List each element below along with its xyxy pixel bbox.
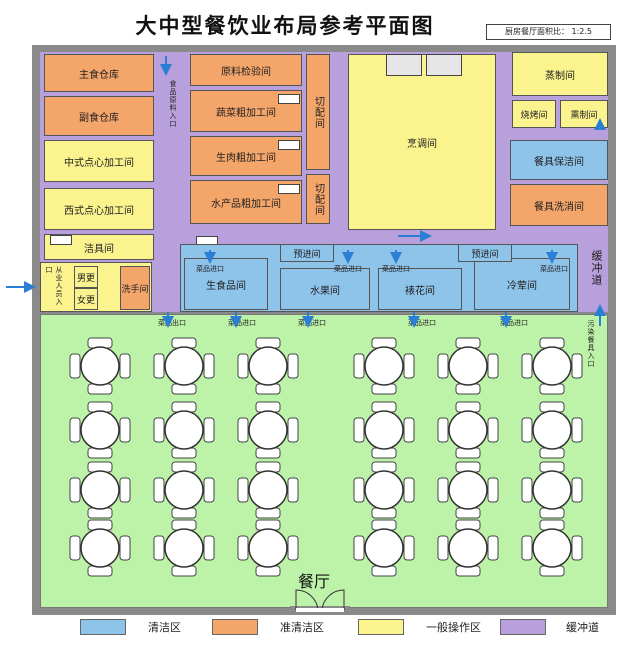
entrance-door-icon bbox=[290, 589, 350, 612]
dining-table-icon bbox=[353, 461, 415, 519]
legend-label-general: 一般操作区 bbox=[426, 621, 481, 634]
room-raw-food: 生食品间 bbox=[184, 258, 268, 310]
label-dirty-tableware-entry: 污染餐具入口 bbox=[587, 320, 595, 368]
room-female-locker: 女更 bbox=[74, 288, 98, 310]
dining-table-icon bbox=[69, 461, 131, 519]
dining-table-icon bbox=[69, 337, 131, 395]
dining-table-icon bbox=[521, 461, 583, 519]
legend-swatch-buffer bbox=[500, 619, 546, 635]
room-tableware-storage: 餐具保洁间 bbox=[510, 140, 608, 180]
dining-table-icon bbox=[521, 519, 583, 577]
legend-label-buffer: 缓冲道 bbox=[566, 621, 599, 634]
label-dish-entry: 菜品进口 bbox=[408, 319, 436, 327]
dining-table-icon bbox=[237, 337, 299, 395]
room-raw-inspection: 原料检验间 bbox=[190, 54, 302, 86]
room-roasting: 烧烤间 bbox=[512, 100, 556, 128]
dining-table-icon bbox=[437, 401, 499, 459]
dining-table-icon bbox=[237, 401, 299, 459]
legend-label-clean: 清洁区 bbox=[148, 621, 181, 634]
room-smoking: 熏制间 bbox=[560, 100, 608, 128]
legend-swatch-clean bbox=[80, 619, 126, 635]
room-prep-1: 切配间 bbox=[306, 54, 330, 170]
label-dish-entry: 菜品进口 bbox=[334, 265, 362, 273]
legend-swatch-semi-clean bbox=[212, 619, 258, 635]
dining-table-icon bbox=[153, 401, 215, 459]
room-pass-through-1: 预进间 bbox=[280, 244, 334, 262]
room-chinese-pastry: 中式点心加工间 bbox=[44, 140, 154, 182]
room-cold-dish: 冷荤间 bbox=[474, 258, 570, 310]
dining-table-icon bbox=[521, 337, 583, 395]
sink-icon bbox=[278, 184, 300, 194]
legend-label-semi-clean: 准清洁区 bbox=[280, 621, 324, 634]
room-flower: 裱花间 bbox=[378, 268, 462, 310]
label-dish-entry: 菜品进口 bbox=[382, 265, 410, 273]
room-side-storage: 副食仓库 bbox=[44, 96, 154, 136]
dining-table-icon bbox=[69, 401, 131, 459]
label-dish-entry: 菜品进口 bbox=[540, 265, 568, 273]
sink-icon bbox=[278, 140, 300, 150]
dining-hall-label: 餐厅 bbox=[298, 572, 331, 591]
dining-table-icon bbox=[153, 461, 215, 519]
legend-swatch-general bbox=[358, 619, 404, 635]
label-material-entry: 食品原料入口 bbox=[169, 80, 177, 128]
area-ratio-note: 厨房餐厅面积比： 1:2.5 bbox=[486, 24, 611, 40]
room-pass-through-2: 预进间 bbox=[458, 244, 512, 262]
sink-icon bbox=[50, 235, 72, 245]
dining-table-grid bbox=[60, 336, 600, 577]
dining-table-icon bbox=[69, 519, 131, 577]
room-wash: 洗手间 bbox=[120, 266, 150, 310]
sink-icon bbox=[278, 94, 300, 104]
dining-table-icon bbox=[237, 519, 299, 577]
dining-table-icon bbox=[437, 337, 499, 395]
dining-table-icon bbox=[353, 519, 415, 577]
label-dish-entry: 菜品进口 bbox=[500, 319, 528, 327]
stove-icon bbox=[386, 54, 422, 76]
dining-table-icon bbox=[437, 519, 499, 577]
stove-icon bbox=[426, 54, 462, 76]
dining-table-icon bbox=[437, 461, 499, 519]
label-dish-entry: 菜品进口 bbox=[228, 319, 256, 327]
dining-table-icon bbox=[521, 401, 583, 459]
page-title: 大中型餐饮业布局参考平面图 bbox=[135, 13, 435, 38]
room-fruit: 水果间 bbox=[280, 268, 370, 310]
room-male-locker: 男更 bbox=[74, 266, 98, 288]
dining-table-icon bbox=[153, 519, 215, 577]
room-western-pastry: 西式点心加工间 bbox=[44, 188, 154, 230]
room-main-storage: 主食仓库 bbox=[44, 54, 154, 92]
dining-table-icon bbox=[353, 337, 415, 395]
label-dish-entry: 菜品进口 bbox=[196, 265, 224, 273]
label-staff-entry: 从业人员入口 bbox=[45, 266, 63, 306]
room-tableware-washing: 餐具洗消间 bbox=[510, 184, 608, 226]
room-steaming: 蒸制间 bbox=[512, 52, 608, 96]
legend: 清洁区 准清洁区 一般操作区 缓冲道 bbox=[0, 612, 637, 652]
room-cooking: 烹调间 bbox=[348, 54, 496, 230]
dining-table-icon bbox=[153, 337, 215, 395]
label-buffer-corridor: 缓冲道 bbox=[590, 250, 603, 286]
dining-hall bbox=[40, 314, 608, 608]
dining-table-icon bbox=[353, 401, 415, 459]
room-prep-2: 切配间 bbox=[306, 174, 330, 224]
dining-table-icon bbox=[237, 461, 299, 519]
